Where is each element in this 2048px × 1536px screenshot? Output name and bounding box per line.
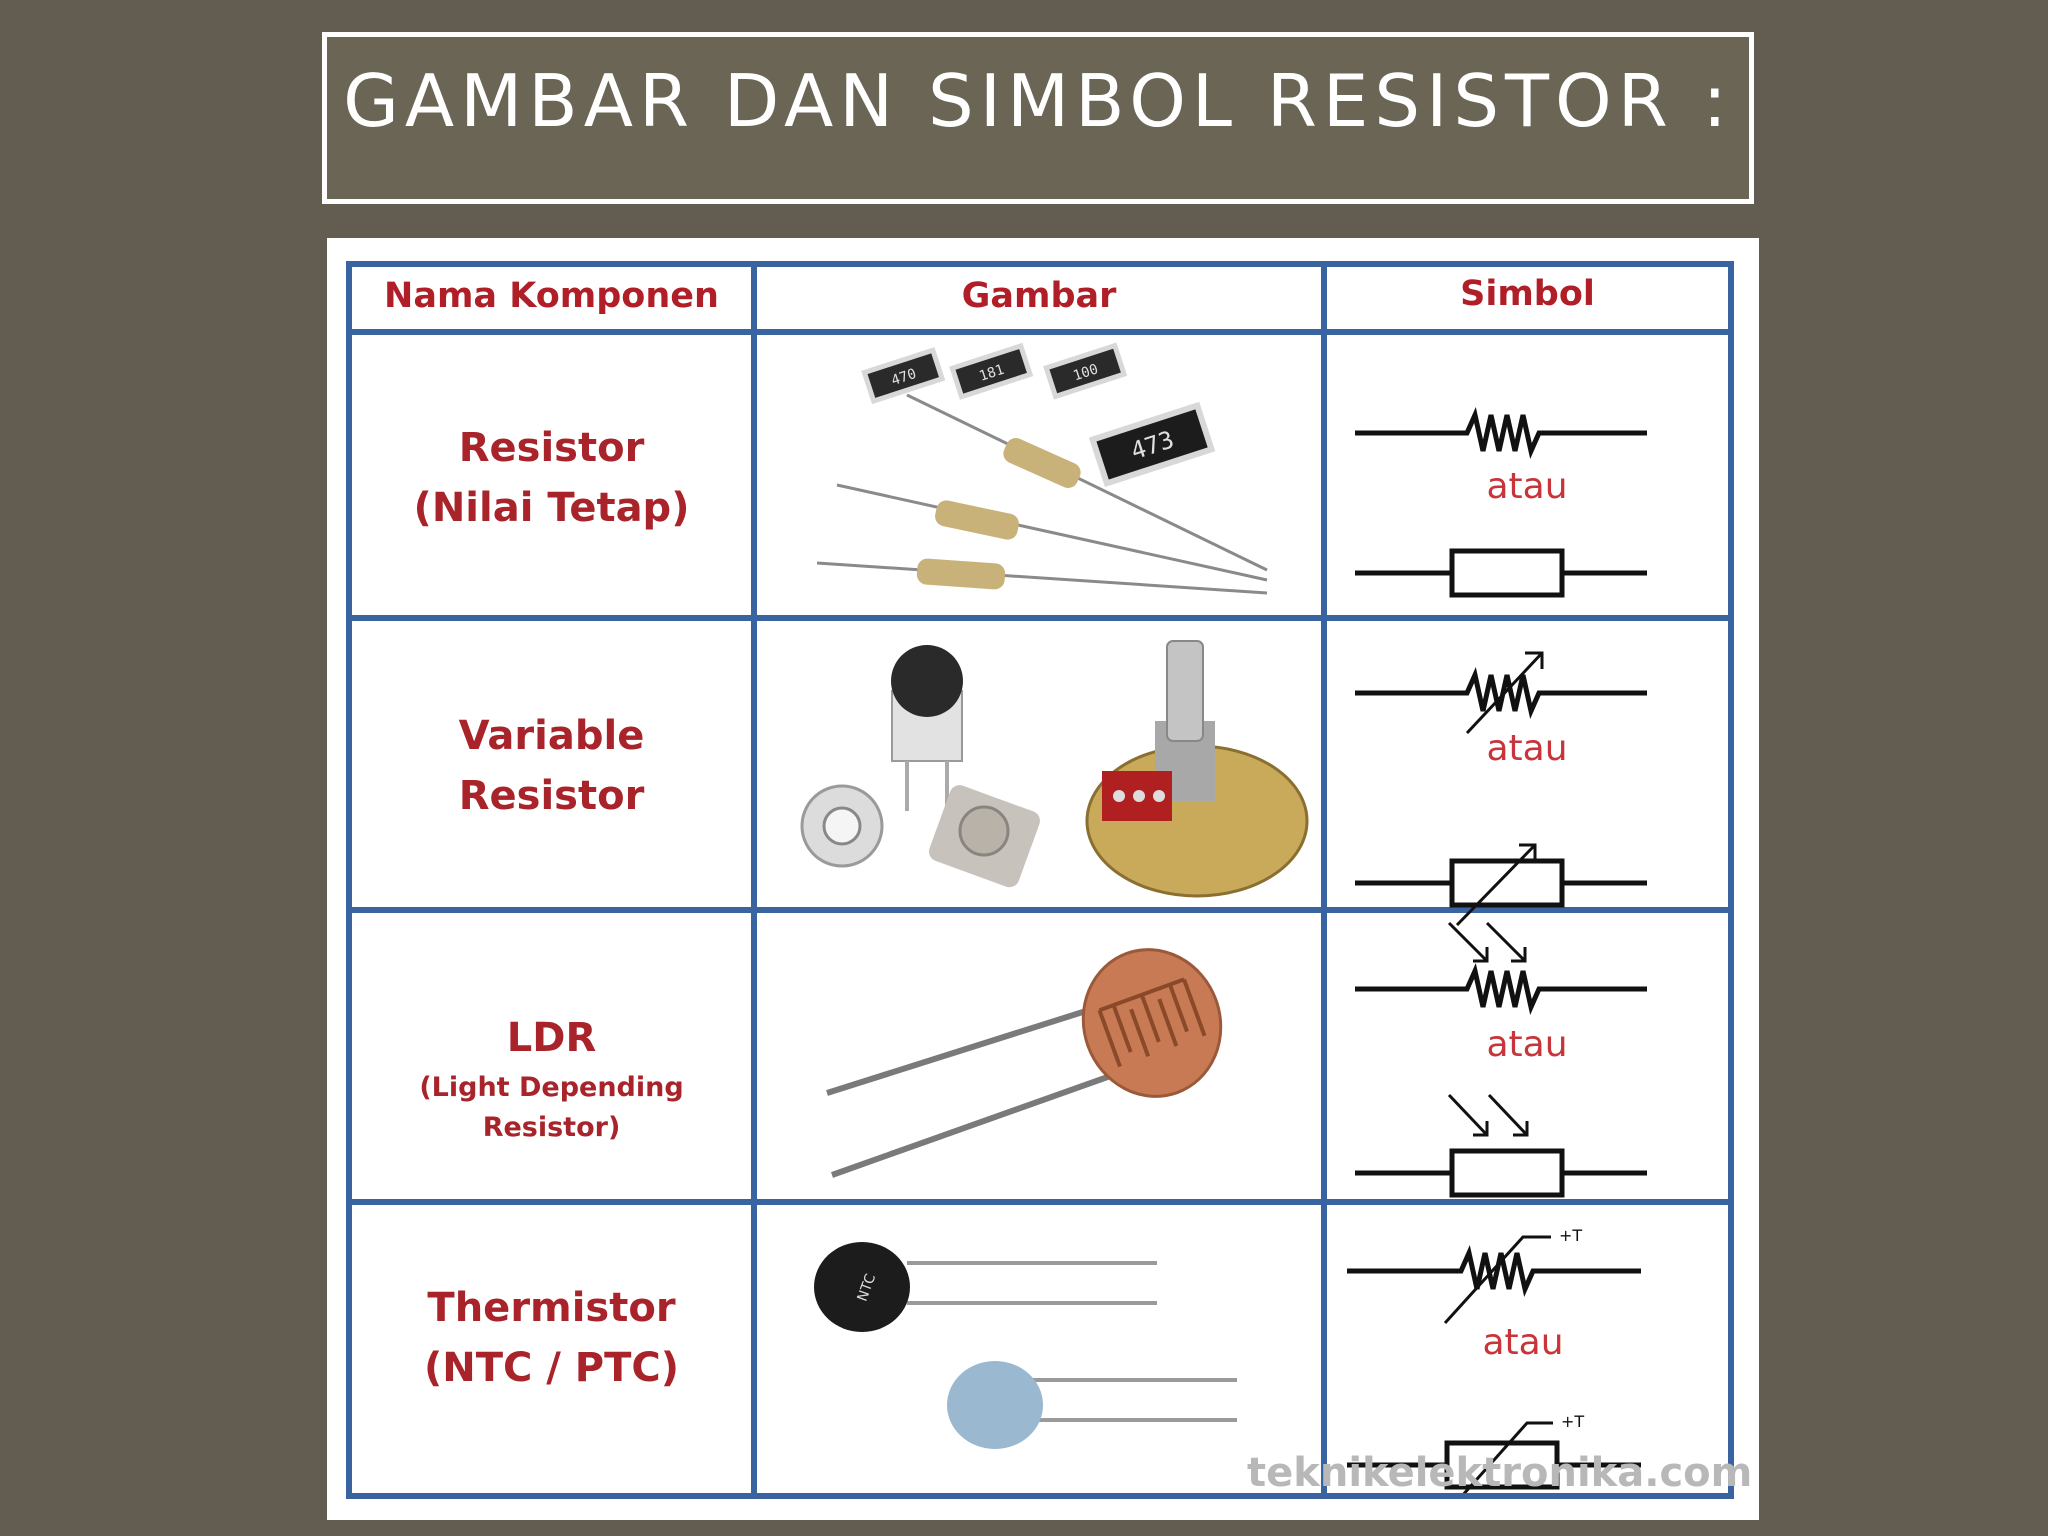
component-name-ldr: LDR (Light Depending Resistor) (349, 1008, 754, 1148)
table-grid (346, 261, 1734, 1499)
ptc-thermistor (947, 1361, 1237, 1449)
chip-code: 100 (1071, 361, 1100, 384)
symbol-resistor-zigzag (1355, 407, 1647, 459)
component-name-line1: Variable (458, 713, 645, 759)
temp-label: +T (1561, 1412, 1584, 1431)
slide-title: GAMBAR DAN SIMBOL RESISTOR : (343, 59, 1733, 143)
component-name-thermistor: Thermistor (NTC / PTC) (349, 1278, 754, 1398)
title-box: GAMBAR DAN SIMBOL RESISTOR : (322, 32, 1754, 204)
atau-label: atau (1486, 466, 1568, 507)
chip-code: 181 (977, 362, 1006, 385)
component-name-line1: LDR (506, 1015, 597, 1061)
atau-label: atau (1486, 728, 1568, 769)
table-border (346, 261, 1734, 1499)
chip-code: 470 (889, 366, 918, 389)
header-nama-komponen: Nama Komponen (384, 276, 719, 316)
component-name-line1: Resistor (458, 425, 645, 471)
smd-chips: 470 181 100 473 (861, 342, 1216, 488)
ldr-photo (826, 948, 1223, 1178)
potentiometer (1085, 640, 1309, 898)
temp-label: +T (1559, 1226, 1582, 1245)
header-gambar: Gambar (961, 276, 1117, 316)
symbol-variable-resistor-box (1355, 843, 1647, 927)
atau-label: atau (1486, 1024, 1568, 1065)
component-name-resistor: Resistor (Nilai Tetap) (349, 418, 754, 538)
axial-resistors (816, 393, 1268, 595)
ntc-thermistor: NTC (814, 1242, 1157, 1332)
symbol-ldr-box (1355, 1093, 1647, 1198)
trimmer-square (928, 785, 1040, 888)
resistor-photo: 470 181 100 473 (816, 342, 1268, 595)
component-name-line2: (Nilai Tetap) (413, 485, 690, 531)
component-name-line2: (Light Depending Resistor) (419, 1072, 684, 1143)
symbol-thermistor-box (1347, 1421, 1641, 1493)
symbol-thermistor-zigzag (1347, 1235, 1641, 1325)
trimmer-round (800, 784, 884, 868)
component-name-line2: Resistor (458, 773, 645, 819)
symbol-resistor-box (1355, 548, 1647, 598)
symbols-column: +T +T (1347, 407, 1647, 1493)
component-name-line1: Thermistor (427, 1285, 676, 1331)
watermark-text: teknikelektronika.com (1247, 1450, 1753, 1496)
header-simbol: Simbol (1460, 274, 1595, 314)
thermistor-photo: NTC (814, 1242, 1237, 1449)
symbol-ldr-zigzag (1355, 921, 1647, 1015)
trimmer-vertical (891, 645, 963, 811)
resistor-table-panel: Nama Komponen Gambar Simbol Resistor (Ni… (327, 238, 1759, 1520)
atau-label: atau (1482, 1322, 1564, 1363)
component-name-line2: (NTC / PTC) (423, 1345, 680, 1391)
symbol-variable-resistor-zigzag (1355, 651, 1647, 735)
variable-resistor-photo (800, 640, 1309, 898)
component-name-variable-resistor: Variable Resistor (349, 706, 754, 826)
